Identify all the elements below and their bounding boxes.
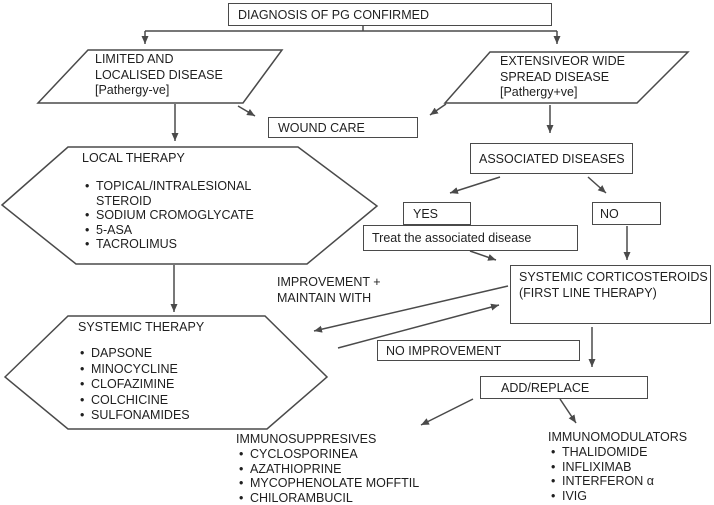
limited-disease-parallelogram <box>36 49 284 104</box>
arrow-add-replace-to-immunomodulators <box>559 398 577 424</box>
list-item: AZATHIOPRINE <box>238 462 448 477</box>
arrow-associated-to-no <box>587 176 607 194</box>
list-item: TACROLIMUS <box>84 237 269 252</box>
list-item: TOPICAL/INTRALESIONAL STEROID <box>84 179 269 208</box>
no-improvement-box: NO IMPROVEMENT <box>377 340 580 361</box>
systemic-therapy-list: DAPSONE MINOCYCLINE CLOFAZIMINE COLCHICI… <box>79 346 269 424</box>
arrow-treat-to-corticosteroids <box>469 250 497 261</box>
list-item: CHILORAMBUCIL <box>238 491 448 505</box>
limited-disease-line2: LOCALISED DISEASE <box>95 67 223 82</box>
list-item: COLCHICINE <box>79 393 269 409</box>
list-item: SODIUM CROMOGLYCATE <box>84 208 269 223</box>
systemic-therapy-title: SYSTEMIC THERAPY <box>78 320 205 334</box>
list-item: MINOCYCLINE <box>79 362 269 378</box>
no-improvement-label: NO IMPROVEMENT <box>386 343 502 358</box>
arrow-extensive-to-wound-care <box>429 103 447 116</box>
associated-diseases-box: ASSOCIATED DISEASES <box>470 143 633 174</box>
arrow-improvement-maintain <box>313 285 509 333</box>
list-item: THALIDOMIDE <box>550 445 700 460</box>
immunomodulators-title: IMMUNOMODULATORS <box>548 430 688 444</box>
systemic-corticosteroids-text: SYSTEMIC CORTICOSTEROIDS (FIRST LINE THE… <box>519 266 708 301</box>
limited-disease-text: LIMITED AND LOCALISED DISEASE [Pathergy-… <box>95 52 223 99</box>
local-therapy-list: TOPICAL/INTRALESIONAL STEROID SODIUM CRO… <box>84 179 269 252</box>
immunosuppressives-list: CYCLOSPORINEA AZATHIOPRINE MYCOPHENOLATE… <box>238 447 448 505</box>
arrow-no-improvement-to-corticosteroids <box>337 303 500 349</box>
no-label: NO <box>600 206 619 221</box>
yes-label: YES <box>413 206 439 221</box>
extensive-disease-line1: EXTENSIVEOR WIDE <box>500 54 626 68</box>
treat-associated-disease-label: Treat the associated disease <box>372 231 532 245</box>
associated-diseases-label: ASSOCIATED DISEASES <box>479 151 625 166</box>
immunomodulators-list: THALIDOMIDE INFLIXIMAB INTERFERON α IVIG <box>550 445 700 503</box>
extensive-disease-text: EXTENSIVEOR WIDE SPREAD DISEASE [Patherg… <box>500 54 625 101</box>
list-item: CYCLOSPORINEA <box>238 447 448 462</box>
local-therapy-title: LOCAL THERAPY <box>82 151 185 165</box>
systemic-corticosteroids-line2: (FIRST LINE THERAPY) <box>519 286 657 300</box>
list-item: 5-ASA <box>84 223 269 238</box>
yes-box: YES <box>403 202 471 225</box>
no-box: NO <box>592 202 661 225</box>
treat-associated-disease-box: Treat the associated disease <box>363 225 578 251</box>
extensive-disease-parallelogram <box>443 51 690 104</box>
diagnosis-confirmed-box: DIAGNOSIS OF PG CONFIRMED <box>228 3 552 26</box>
systemic-corticosteroids-line1: SYSTEMIC CORTICOSTEROIDS <box>519 270 708 284</box>
improvement-maintain-note: IMPROVEMENT + MAINTAIN WITH <box>277 275 381 306</box>
add-replace-box: ADD/REPLACE <box>480 376 648 399</box>
immunosuppressives-title: IMMUNOSUPPRESIVES <box>236 432 377 446</box>
list-item: INTERFERON α <box>550 474 700 489</box>
improvement-note-line2: MAINTAIN WITH <box>277 290 372 305</box>
limited-disease-line3: [Pathergy-ve] <box>95 83 170 97</box>
diagnosis-confirmed-label: DIAGNOSIS OF PG CONFIRMED <box>238 7 429 22</box>
list-item: SULFONAMIDES <box>79 408 269 424</box>
list-item: MYCOPHENOLATE MOFFTIL <box>238 476 448 491</box>
wound-care-label: WOUND CARE <box>278 120 365 135</box>
limited-disease-line1: LIMITED AND <box>95 52 174 66</box>
wound-care-box: WOUND CARE <box>268 117 418 138</box>
systemic-corticosteroids-box: SYSTEMIC CORTICOSTEROIDS (FIRST LINE THE… <box>510 265 711 324</box>
arrow-add-replace-to-immunosuppressives <box>420 398 474 426</box>
list-item: INFLIXIMAB <box>550 460 700 475</box>
add-replace-label: ADD/REPLACE <box>501 380 590 395</box>
list-item: CLOFAZIMINE <box>79 377 269 393</box>
list-item: IVIG <box>550 489 700 504</box>
arrow-limited-to-wound-care <box>237 105 256 117</box>
improvement-note-line1: IMPROVEMENT + <box>277 275 381 289</box>
extensive-disease-line2: SPREAD DISEASE <box>500 69 610 84</box>
extensive-disease-line3: [Pathergy+ve] <box>500 85 578 99</box>
arrow-associated-to-yes <box>449 176 501 194</box>
list-item: DAPSONE <box>79 346 269 362</box>
